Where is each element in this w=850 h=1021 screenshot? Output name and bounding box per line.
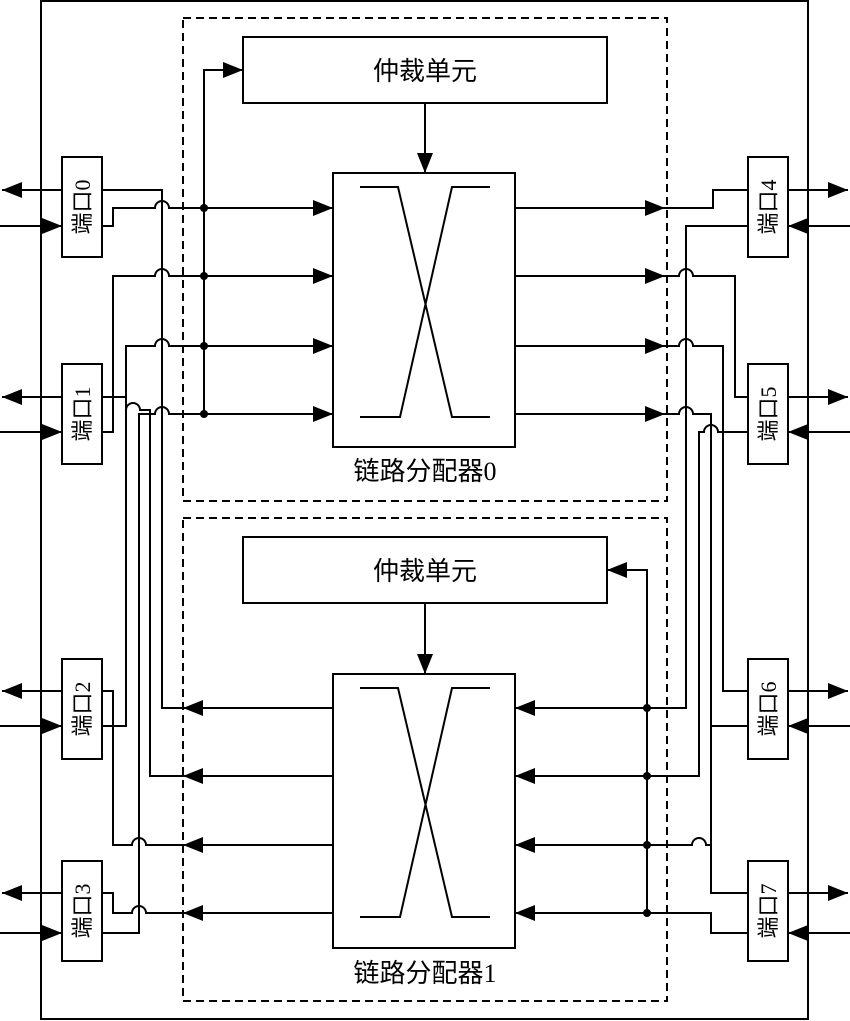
arrowhead-icon (788, 218, 808, 234)
port-7-label: 端口7 (756, 883, 781, 938)
wire (102, 396, 333, 777)
crossbar-1 (332, 673, 516, 949)
allocator-1-label: 链路分配器1 (353, 959, 496, 988)
arrowhead-icon (313, 268, 333, 284)
arbiter-1-label: 仲裁单元 (373, 557, 477, 586)
junction-dot-icon (200, 204, 208, 212)
arrowhead-icon (223, 62, 243, 78)
wire (102, 892, 333, 914)
arrowhead-icon (2, 683, 22, 699)
allocator-0-region (182, 17, 668, 502)
arrowhead-icon (828, 885, 848, 901)
port-6: 端口6 (747, 658, 789, 760)
port-5: 端口5 (747, 363, 789, 465)
arrowhead-icon (42, 718, 62, 734)
arrowhead-icon (183, 905, 203, 921)
junction-dot-icon (200, 272, 208, 280)
arrowhead-icon (788, 424, 808, 440)
arbiter-unit-0: 仲裁单元 (242, 36, 608, 104)
arrowhead-icon (515, 905, 535, 921)
wire (102, 338, 333, 727)
arrowhead-icon (183, 700, 203, 716)
wire (102, 268, 333, 433)
arrowhead-icon (515, 837, 535, 853)
wire (102, 189, 333, 709)
port-2: 端口2 (61, 658, 103, 760)
junction-dot-icon (643, 909, 651, 917)
arrowhead-icon (42, 925, 62, 941)
wire (515, 268, 748, 398)
wire (515, 424, 748, 777)
arrowhead-icon (183, 837, 203, 853)
port-2-label: 端口2 (70, 681, 95, 736)
arrowhead-icon (183, 768, 203, 784)
junction-dot-icon (643, 704, 651, 712)
arrowhead-icon (42, 218, 62, 234)
port-1: 端口1 (61, 363, 103, 465)
junction-dot-icon (200, 410, 208, 418)
arrowhead-icon (515, 768, 535, 784)
wire (515, 725, 748, 846)
port-7: 端口7 (747, 860, 789, 962)
arrowhead-icon (828, 389, 848, 405)
arrowhead-icon (515, 700, 535, 716)
arrowhead-icon (607, 562, 627, 578)
crossbar-x-icon (360, 687, 490, 918)
arrowhead-icon (313, 200, 333, 216)
junction-dot-icon (643, 772, 651, 780)
wire (515, 406, 748, 894)
arrowhead-icon (828, 182, 848, 198)
arrowhead-icon (645, 268, 665, 284)
crossbar-0 (332, 172, 516, 448)
arrowhead-icon (42, 424, 62, 440)
arrowhead-icon (828, 683, 848, 699)
arrowhead-icon (2, 389, 22, 405)
junction-dot-icon (643, 841, 651, 849)
allocator-1-region (182, 517, 668, 1002)
arrowhead-icon (645, 338, 665, 354)
arrowhead-icon (313, 338, 333, 354)
port-4-label: 端口4 (756, 179, 781, 234)
port-3-label: 端口3 (70, 883, 95, 938)
arrowhead-icon (645, 406, 665, 422)
port-6-label: 端口6 (756, 681, 781, 736)
wiring (0, 62, 850, 941)
wire (515, 338, 748, 692)
port-1-label: 端口1 (70, 386, 95, 441)
port-4: 端口4 (747, 156, 789, 258)
port-5-label: 端口5 (756, 386, 781, 441)
arrowhead-icon (313, 406, 333, 422)
wire (102, 690, 333, 846)
arrowhead-icon (645, 200, 665, 216)
allocator-0-label: 链路分配器0 (353, 457, 496, 486)
arrowhead-icon (788, 925, 808, 941)
arbiter-unit-1: 仲裁单元 (242, 536, 608, 604)
arrowhead-icon (417, 153, 433, 173)
arrowhead-icon (788, 718, 808, 734)
wire (102, 200, 333, 227)
port-0: 端口0 (61, 156, 103, 258)
arrowhead-icon (417, 654, 433, 674)
port-3: 端口3 (61, 860, 103, 962)
port-0-label: 端口0 (70, 179, 95, 234)
arbiter-0-label: 仲裁单元 (373, 57, 477, 86)
wire (515, 225, 748, 709)
ports: 端口0 端口1 端口2 端口3 端口4 端口5 端口6 端口7 (61, 156, 789, 962)
crossbar-x-icon (360, 186, 490, 418)
arrowhead-icon (2, 885, 22, 901)
wire (515, 189, 748, 209)
wire (515, 912, 748, 934)
junction-dot-icon (200, 342, 208, 350)
arrowhead-icon (2, 182, 22, 198)
